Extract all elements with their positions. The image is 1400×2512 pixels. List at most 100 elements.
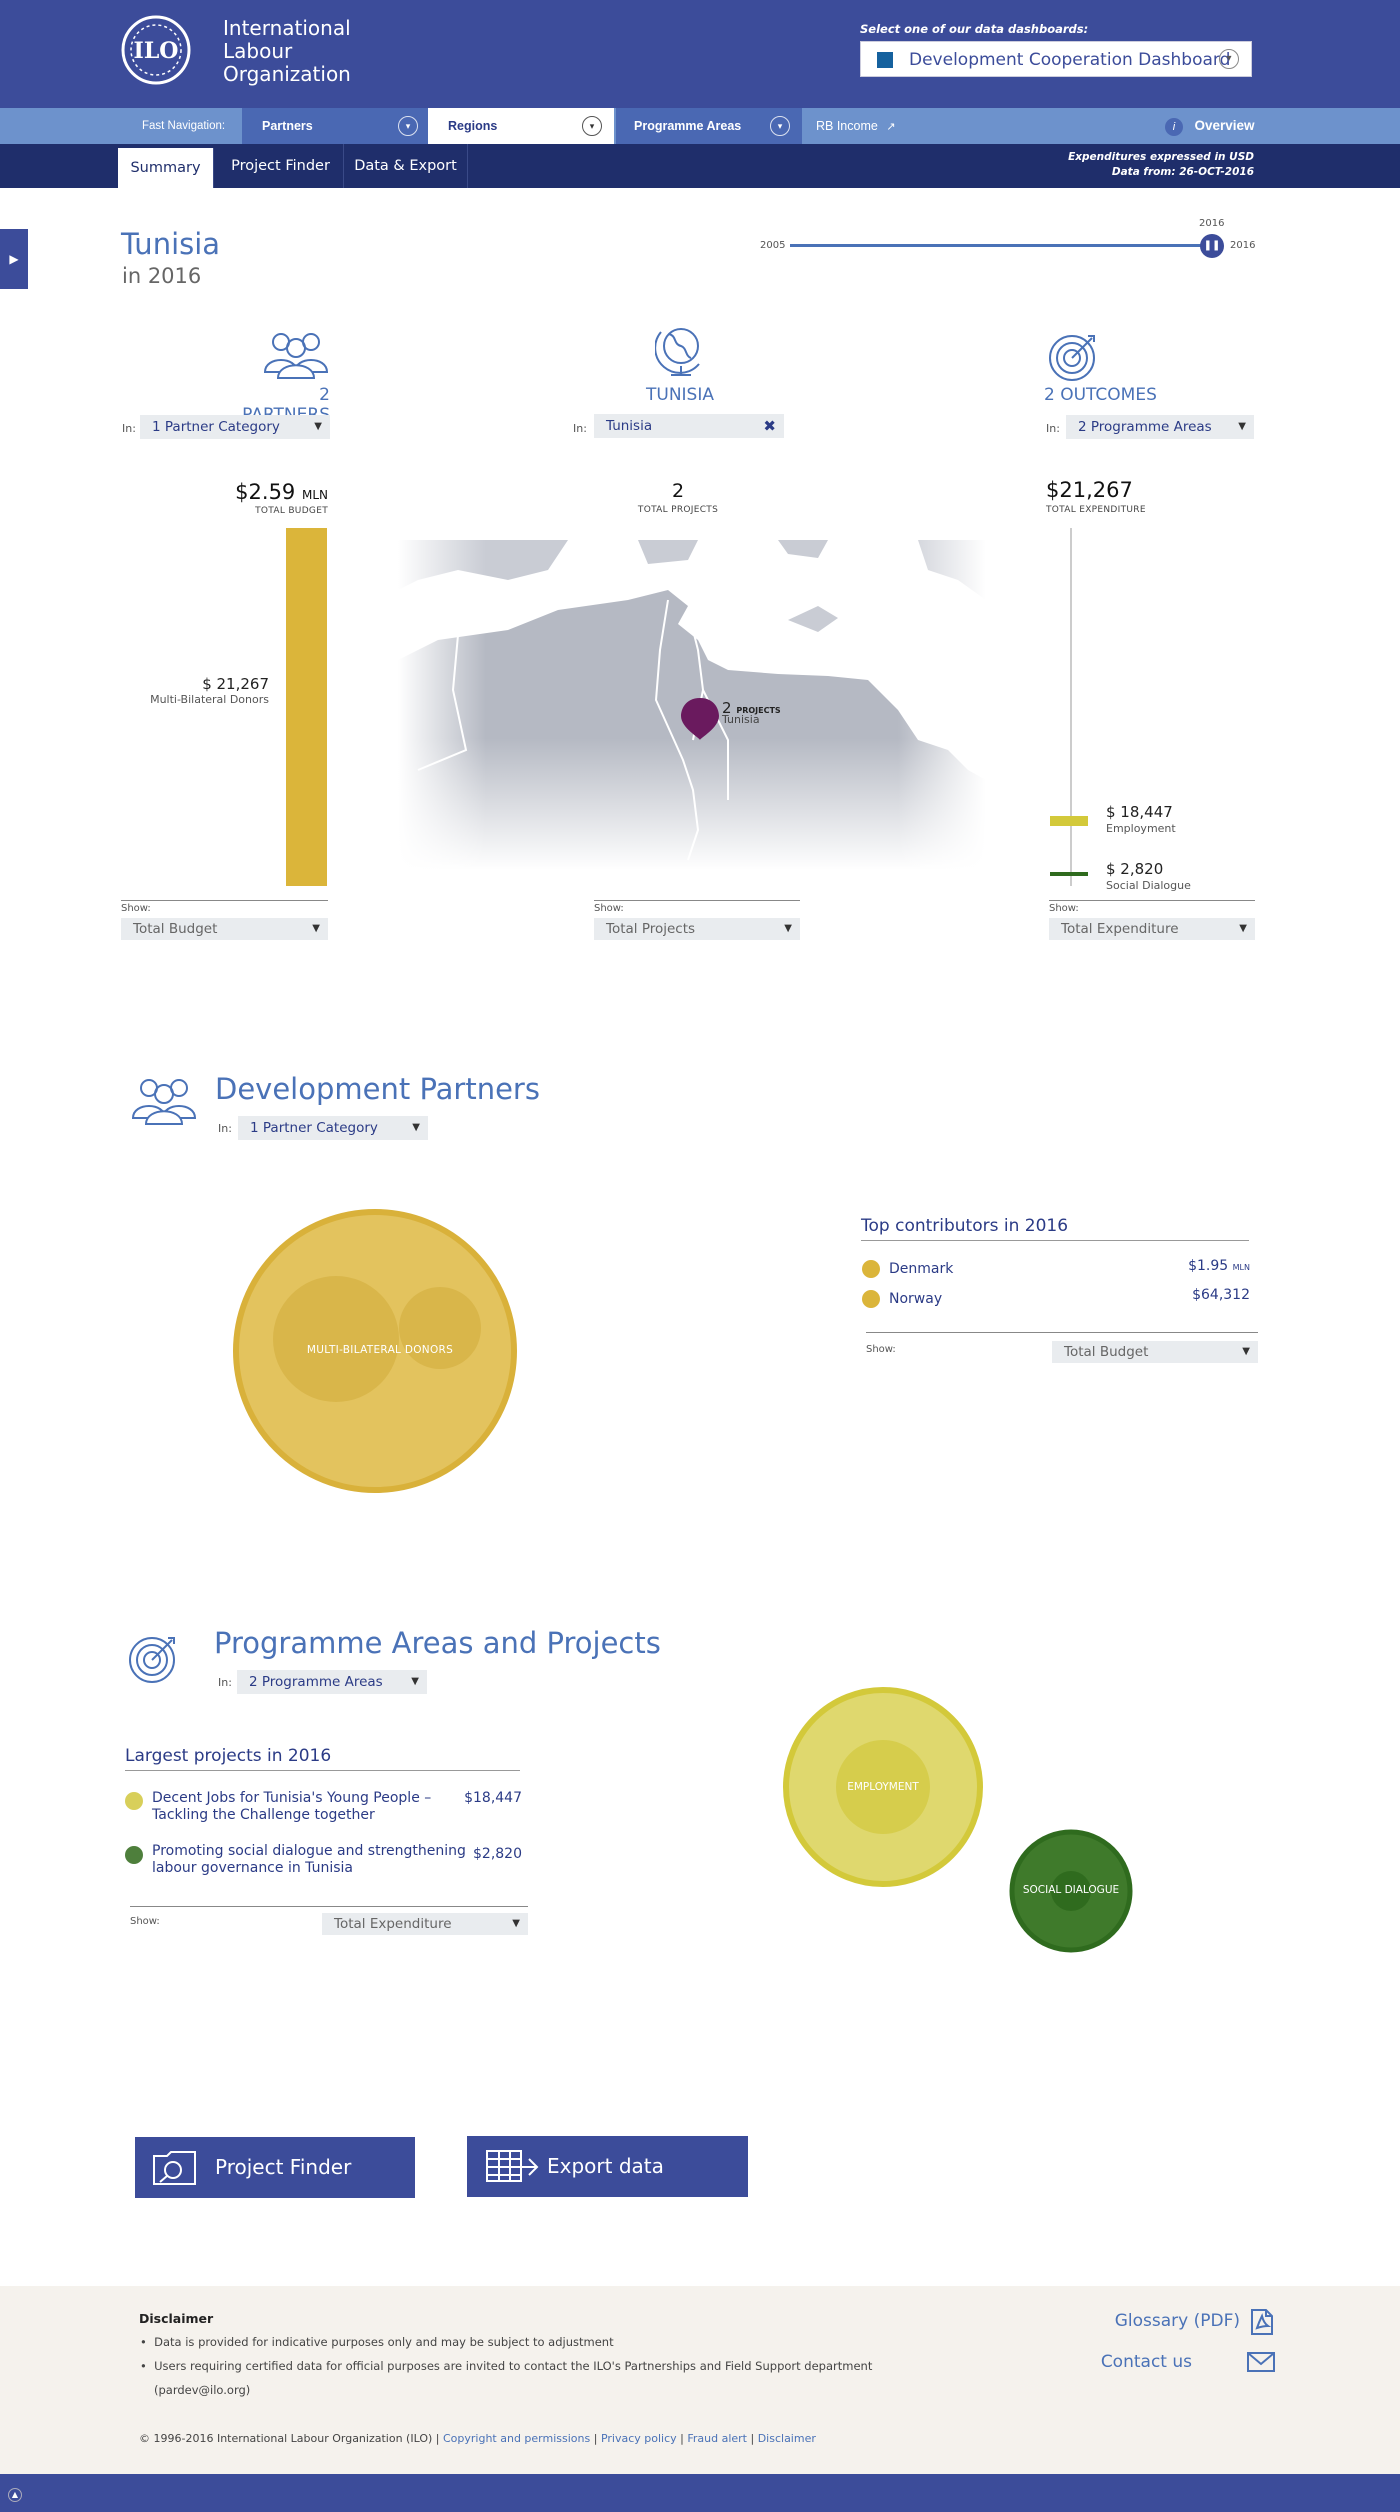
programme-section-title: Programme Areas and Projects <box>214 1626 661 1660</box>
fast-nav-programme-areas[interactable]: Programme Areas ▾ <box>616 108 802 144</box>
partners-show-value: Total Budget <box>1064 1344 1149 1360</box>
partners-bubble-chart[interactable] <box>230 1206 520 1496</box>
map-marker-count: 2 PROJECTS <box>722 699 781 717</box>
show-budget-select[interactable]: Total Budget ▼ <box>121 918 328 940</box>
copyright-line: © 1996-2016 International Labour Organiz… <box>139 2432 816 2445</box>
employment-bar[interactable] <box>1050 816 1088 826</box>
programme-areas-select[interactable]: 2 Programme Areas ▼ <box>1066 415 1254 439</box>
employment-bubble-label: EMPLOYMENT <box>847 1781 919 1793</box>
chevron-down-icon: ▾ <box>582 116 602 136</box>
partners-icon <box>131 1079 197 1125</box>
pause-icon: ❚❚ <box>1203 240 1221 251</box>
project-amount: $2,820 <box>473 1846 522 1862</box>
fast-nav-partners[interactable]: Partners ▾ <box>242 108 428 144</box>
chevron-down-icon[interactable]: ▾ <box>1219 49 1239 69</box>
fast-nav-rb-income[interactable]: RB Income ↗ <box>816 108 896 144</box>
fast-nav-overview[interactable]: i Overview <box>1165 108 1255 144</box>
pdf-icon[interactable] <box>1250 2308 1274 2336</box>
in-label: In: <box>218 1122 232 1135</box>
caret-down-icon: ▼ <box>312 923 320 934</box>
data-date-note: Data from: 26-OCT-2016 <box>1111 166 1254 178</box>
largest-projects-title: Largest projects in 2016 <box>125 1746 332 1766</box>
project-name-line2: labour governance in Tunisia <box>152 1860 353 1876</box>
caret-down-icon: ▼ <box>1242 1346 1250 1357</box>
contributor-amount: $64,312 <box>1192 1287 1250 1303</box>
tab-data-export[interactable]: Data & Export <box>344 144 468 188</box>
in-label: In: <box>218 1676 232 1689</box>
chevron-down-icon: ▾ <box>770 116 790 136</box>
project-finder-button[interactable]: Project Finder <box>135 2137 415 2198</box>
map-marker-number: 2 <box>722 699 732 717</box>
divider <box>1049 900 1255 901</box>
disclaimer-bullet-1-text: Data is provided for indicative purposes… <box>154 2335 614 2349</box>
tab-project-finder[interactable]: Project Finder <box>218 144 344 188</box>
show-label: Show: <box>866 1344 896 1355</box>
privacy-link[interactable]: Privacy policy <box>600 2432 677 2445</box>
copyright-link[interactable]: Copyright and permissions <box>442 2432 591 2445</box>
total-projects-label: TOTAL PROJECTS <box>637 505 719 515</box>
ilo-logo[interactable]: ILO <box>120 12 210 88</box>
in-label: In: <box>573 422 587 435</box>
programme-areas-value: 2 Programme Areas <box>1078 419 1212 435</box>
contact-link[interactable]: Contact us <box>1080 2352 1192 2372</box>
show-projects-select[interactable]: Total Projects ▼ <box>594 918 800 940</box>
export-data-button[interactable]: Export data <box>467 2136 748 2197</box>
glossary-link[interactable]: Glossary (PDF) <box>1080 2311 1240 2331</box>
slider-start-label: 2005 <box>760 240 786 251</box>
fast-nav-regions-label: Regions <box>448 119 498 133</box>
project-color-dot <box>125 1846 143 1864</box>
fast-nav-programme-areas-label: Programme Areas <box>634 119 742 133</box>
divider <box>125 1770 520 1771</box>
copyright-text: © 1996-2016 International Labour Organiz… <box>139 2432 440 2445</box>
show-expenditure-select[interactable]: Total Expenditure▼ <box>1049 918 1255 940</box>
project-name[interactable]: Decent Jobs for Tunisia's Young People –… <box>152 1790 431 1824</box>
country-filter[interactable]: Tunisia✖ <box>594 414 784 438</box>
disclaimer-link[interactable]: Disclaimer <box>757 2432 816 2445</box>
partners-icon <box>263 333 329 379</box>
budget-bar[interactable] <box>286 528 327 886</box>
mail-icon[interactable] <box>1246 2350 1276 2374</box>
programme-section-select[interactable]: 2 Programme Areas▼ <box>237 1670 427 1694</box>
social-dialogue-bar[interactable] <box>1050 872 1088 876</box>
scroll-top-icon[interactable]: ▲ <box>8 2488 22 2502</box>
target-icon <box>1049 335 1095 381</box>
contributor-name[interactable]: Denmark <box>889 1261 954 1277</box>
show-budget-value: Total Budget <box>133 921 218 937</box>
currency-note: Expenditures expressed in USD <box>1068 151 1254 163</box>
employment-value: $ 18,447 <box>1106 803 1173 821</box>
fast-nav-overview-label: Overview <box>1194 118 1255 133</box>
dashboard-select[interactable]: Development Cooperation Dashboard ▾ <box>860 41 1252 77</box>
fraud-alert-link[interactable]: Fraud alert <box>687 2432 747 2445</box>
caret-down-icon: ▼ <box>784 923 792 934</box>
partners-section-select[interactable]: 1 Partner Category▼ <box>238 1116 428 1140</box>
contributor-color-dot <box>862 1260 880 1278</box>
programme-bubble-chart[interactable] <box>780 1684 1140 1960</box>
map-pin-icon[interactable] <box>681 698 719 740</box>
fast-nav-regions[interactable]: Regions ▾ <box>428 108 614 144</box>
folder-search-icon <box>153 2151 196 2185</box>
social-dialogue-value: $ 2,820 <box>1106 860 1164 878</box>
caret-down-icon: ▼ <box>314 421 322 432</box>
divider <box>130 1906 528 1907</box>
close-icon[interactable]: ✖ <box>763 417 776 435</box>
site-header: ILO International Labour Organization Se… <box>0 0 1400 108</box>
map[interactable] <box>398 540 986 870</box>
country-heading: TUNISIA <box>646 385 714 405</box>
side-panel-toggle[interactable]: ▶ <box>0 229 28 289</box>
partner-category-select[interactable]: 1 Partner Category▼ <box>140 415 330 439</box>
show-projects-value: Total Projects <box>606 921 696 937</box>
project-name-line1: Decent Jobs for Tunisia's Young People – <box>152 1790 432 1806</box>
year-slider-track[interactable] <box>790 244 1210 247</box>
tab-summary[interactable]: Summary <box>118 148 214 188</box>
export-data-label: Export data <box>547 2154 664 2178</box>
partners-show-select[interactable]: Total Budget ▼ <box>1052 1341 1258 1363</box>
contributor-name[interactable]: Norway <box>889 1291 943 1307</box>
expenditure-note: Expenditures expressed in USD Data from:… <box>1068 150 1254 180</box>
programme-show-select[interactable]: Total Expenditure▼ <box>322 1913 528 1935</box>
bottom-bar: ▲ <box>0 2474 1400 2512</box>
year-slider-handle[interactable]: ❚❚ <box>1200 234 1224 258</box>
globe-icon <box>655 328 700 376</box>
fast-nav-partners-label: Partners <box>262 119 313 133</box>
project-name[interactable]: Promoting social dialogue and strengthen… <box>152 1843 466 1877</box>
caret-down-icon: ▼ <box>1238 421 1246 432</box>
